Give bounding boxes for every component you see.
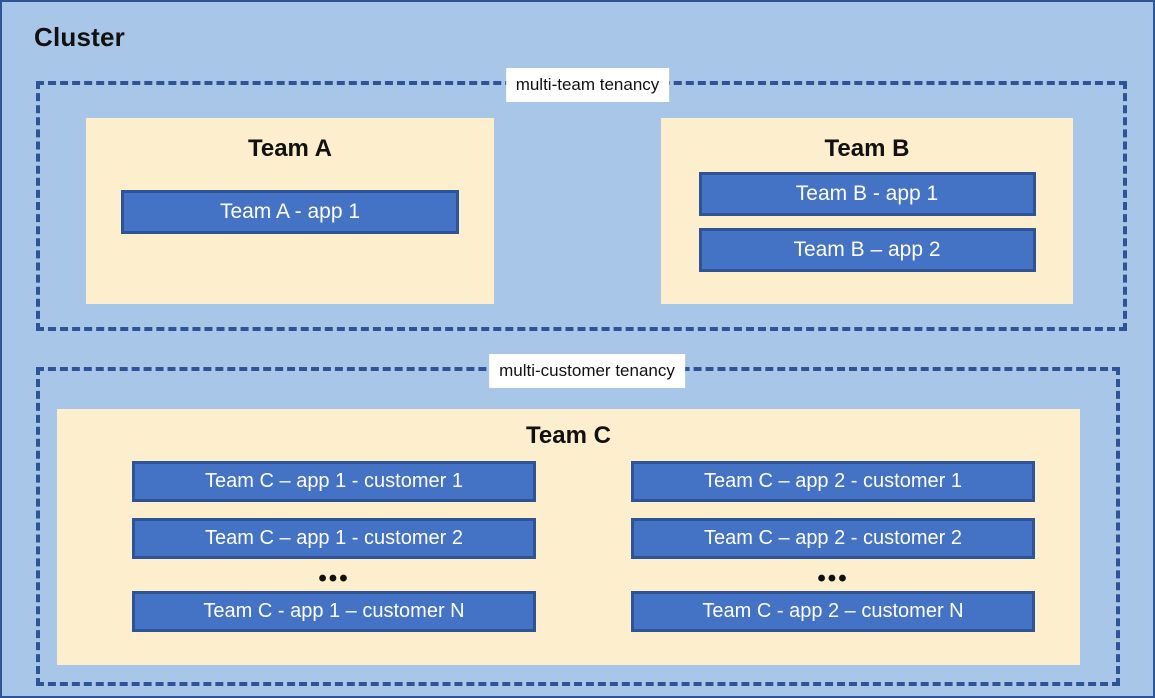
tenancy-group-multi-customer: multi-customer tenancy (36, 354, 1120, 686)
tenancy-group-multi-team: multi-team tenancy (36, 68, 1127, 331)
team-title-team-c: Team C (526, 422, 611, 449)
app-box-label: Team C – app 2 - customer 2 (704, 526, 962, 549)
app-box-label: Team A - app 1 (219, 199, 361, 223)
app-list-team-a: Team A - app 1 (121, 190, 459, 234)
app-box-team-c-app-2-customer-2[interactable]: Team C – app 2 - customer 2 (631, 518, 1035, 559)
app-box-team-c-app-1-customer-1[interactable]: Team C – app 1 - customer 1 (132, 461, 536, 502)
app-box-team-b-app-2[interactable]: Team B – app 2 (698, 228, 1036, 272)
app-column-team-c-app-2: Team C – app 2 - customer 1 Team C – app… (631, 461, 1035, 632)
team-panel-team-b: Team B Team B - app 1 Team B – app 2 (661, 118, 1073, 304)
app-column-team-c-app-1: Team C – app 1 - customer 1 Team C – app… (132, 461, 536, 632)
app-box-label: Team C – app 1 - customer 2 (205, 526, 463, 549)
ellipsis-team-c-app-2: ••• (817, 565, 849, 592)
cluster-title: Cluster (34, 22, 125, 52)
app-box-label: Team B - app 1 (795, 181, 939, 205)
app-box-label: Team C - app 1 – customer N (203, 599, 465, 622)
app-box-label: Team C – app 1 - customer 1 (205, 469, 463, 492)
team-title-team-b: Team B (824, 135, 910, 162)
ellipsis-team-c-app-1: ••• (318, 565, 350, 592)
team-title-team-a: Team A (247, 135, 333, 162)
app-box-team-a-app-1[interactable]: Team A - app 1 (121, 190, 459, 234)
app-box-team-c-app-1-customer-2[interactable]: Team C – app 1 - customer 2 (132, 518, 536, 559)
app-box-team-b-app-1[interactable]: Team B - app 1 (698, 172, 1036, 216)
app-box-team-c-app-2-customer-n[interactable]: Team C - app 2 – customer N (631, 591, 1035, 632)
app-box-team-c-app-1-customer-n[interactable]: Team C - app 1 – customer N (132, 591, 536, 632)
app-box-label: Team B – app 2 (793, 237, 941, 261)
team-panel-team-c: Team C Team C – app 1 - customer 1 Team … (57, 409, 1080, 665)
app-columns-team-c: Team C – app 1 - customer 1 Team C – app… (57, 461, 1080, 632)
app-list-team-b: Team B - app 1 Team B – app 2 (698, 172, 1036, 272)
app-box-label: Team C - app 2 – customer N (702, 599, 964, 622)
app-box-team-c-app-2-customer-1[interactable]: Team C – app 2 - customer 1 (631, 461, 1035, 502)
tenancy-group-label-multi-customer: multi-customer tenancy (489, 354, 685, 388)
app-box-label: Team C – app 2 - customer 1 (704, 469, 962, 492)
tenancy-group-label-multi-team: multi-team tenancy (505, 68, 670, 102)
team-panel-team-a: Team A Team A - app 1 (86, 118, 494, 304)
